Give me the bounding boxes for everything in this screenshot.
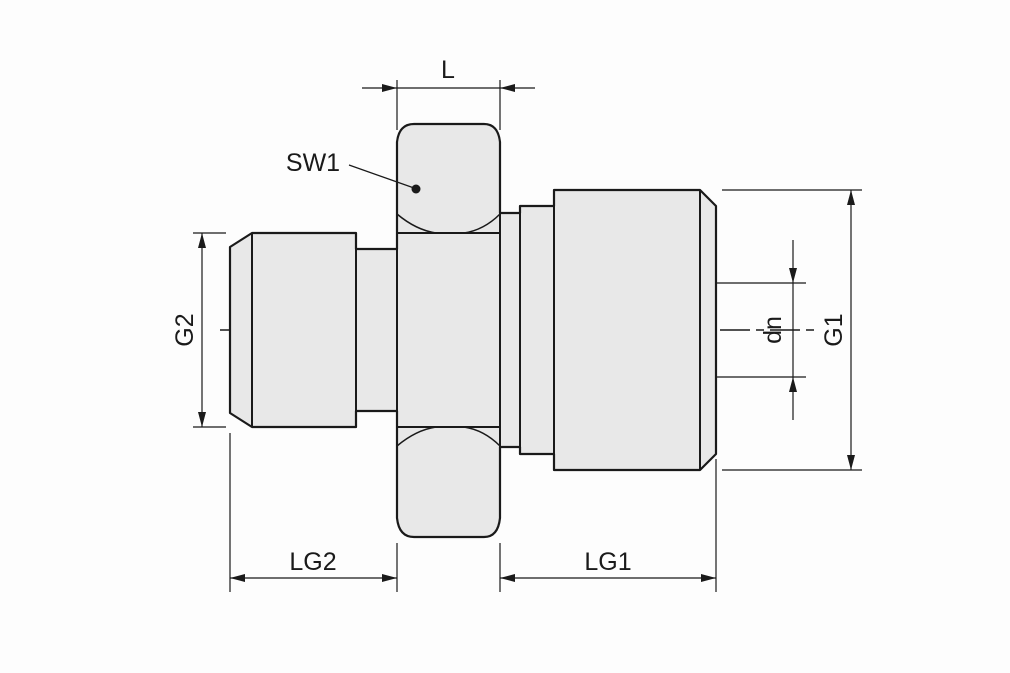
fitting-part xyxy=(228,122,718,539)
label-sw1: SW1 xyxy=(286,149,421,194)
dimension-lg1: LG1 xyxy=(499,459,717,592)
dimension-l: L xyxy=(362,56,535,130)
dimension-g2: G2 xyxy=(171,232,226,428)
hex-chamfer-arc-bottom-right xyxy=(463,426,501,447)
hex-chamfer-arc-top-right xyxy=(463,213,501,234)
hex-chamfer-arc-top-left xyxy=(396,213,437,234)
dimension-l-label: L xyxy=(441,56,455,84)
sw1-label: SW1 xyxy=(286,149,340,177)
g2-arrowhead-bottom xyxy=(198,412,206,427)
l-arrowhead-right xyxy=(500,84,515,92)
lg2-arrowhead-left xyxy=(230,574,245,582)
dimension-dn-label: dn xyxy=(759,316,787,344)
g1-arrowhead-bottom xyxy=(847,455,855,470)
dn-arrowhead-top xyxy=(789,268,797,283)
dn-arrowhead-bottom xyxy=(789,377,797,392)
dimension-g1: G1 xyxy=(722,189,862,471)
dimension-lg2: LG2 xyxy=(229,433,398,592)
dimension-lg2-label: LG2 xyxy=(289,548,336,576)
lg1-arrowhead-right xyxy=(701,574,716,582)
sw1-leader-line xyxy=(348,164,415,189)
dimension-lg1-label: LG1 xyxy=(584,548,631,576)
hex-chamfer-arc-bottom-left xyxy=(396,426,437,447)
bore-lines xyxy=(716,282,806,378)
sw1-leader-dot xyxy=(411,184,421,194)
dimension-g1-label: G1 xyxy=(820,313,848,346)
lg1-arrowhead-left xyxy=(500,574,515,582)
dimension-dn: dn xyxy=(759,240,797,420)
g2-arrowhead-top xyxy=(198,233,206,248)
l-arrowhead-left xyxy=(382,84,397,92)
part-silhouette xyxy=(228,122,718,539)
dimension-g2-label: G2 xyxy=(171,313,199,346)
g1-arrowhead-top xyxy=(847,190,855,205)
lg2-arrowhead-right xyxy=(382,574,397,582)
